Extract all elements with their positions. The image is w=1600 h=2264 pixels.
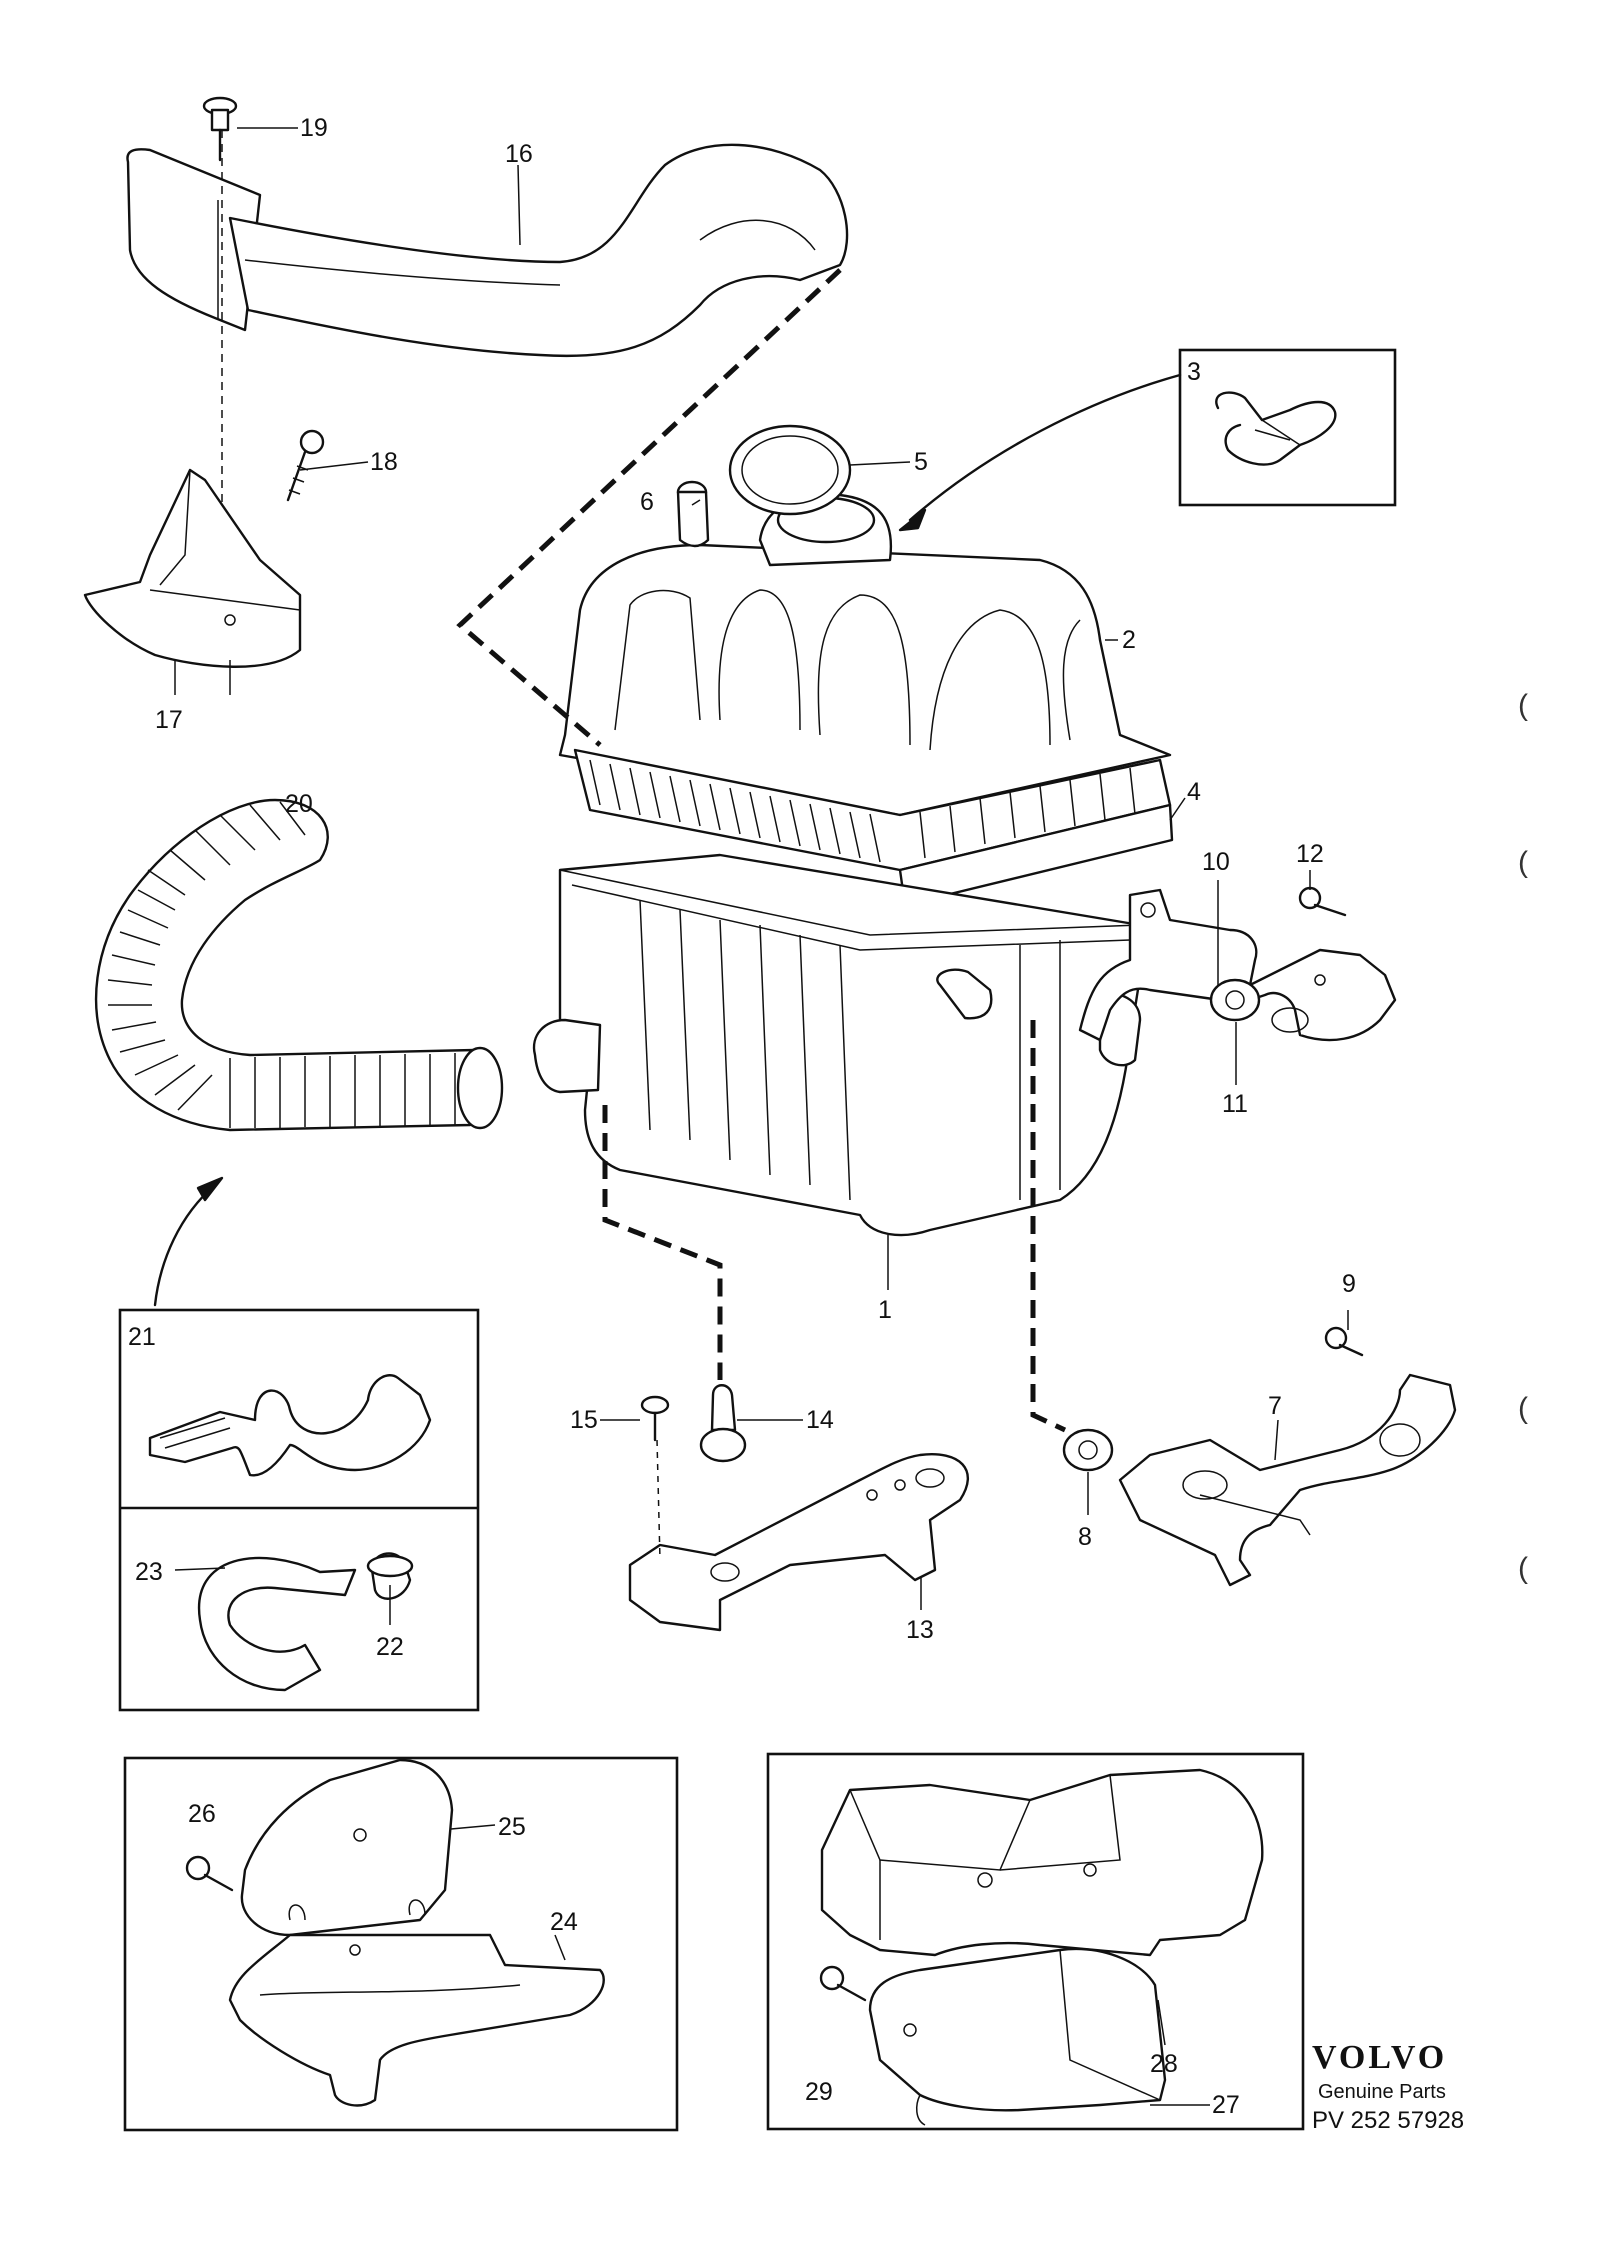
bracket-17 [83, 468, 302, 695]
callout-2: 2 [1122, 626, 1136, 654]
callout-7: 7 [1268, 1392, 1282, 1420]
screw-19 [202, 96, 238, 560]
shield-25 [240, 1758, 454, 1937]
callout-5: 5 [914, 448, 928, 476]
leader-lines [174, 127, 1349, 2106]
detail-box-21 [118, 1308, 480, 1712]
arrow-21 [153, 1183, 217, 1307]
callout-20: 20 [285, 790, 313, 818]
callout-14: 14 [806, 1406, 834, 1434]
brand-subtitle: Genuine Parts [1318, 2081, 1446, 2103]
screw-15 [640, 1395, 670, 1561]
intake-duct [126, 143, 849, 358]
callout-9: 9 [1342, 1270, 1356, 1298]
callout-27: 27 [1212, 2091, 1240, 2119]
shield-27 [868, 1947, 1167, 2126]
callout-23: 23 [135, 1558, 163, 1586]
callout-16: 16 [505, 140, 533, 168]
bracket-7 [1118, 1373, 1457, 1587]
bracket-10 [1078, 888, 1397, 1042]
grommet-14 [699, 1384, 747, 1463]
sealing-ring-5 [728, 424, 852, 516]
bracket-13 [628, 1453, 970, 1632]
arrow-3 [908, 373, 1182, 522]
detail-box-27 [766, 1752, 1305, 2131]
callout-1: 1 [878, 1296, 892, 1324]
brand-code: PV 252 57928 [1312, 2107, 1464, 2134]
shield-28 [820, 1768, 1264, 1957]
bracket-21 [148, 1374, 432, 1477]
callout-28: 28 [1150, 2050, 1178, 2078]
edge-mark: ( [1518, 689, 1528, 722]
callout-15: 15 [570, 1406, 598, 1434]
grommet-8 [1062, 1428, 1114, 1472]
clip-22 [366, 1552, 414, 1600]
guide-line-3 [1030, 1020, 1067, 1433]
brand-name: VOLVO [1312, 2039, 1447, 2076]
callout-3: 3 [1187, 358, 1201, 386]
callout-25: 25 [498, 1813, 526, 1841]
grommet-6 [676, 480, 710, 548]
callout-19: 19 [300, 114, 328, 142]
screw-29 [819, 1965, 867, 2002]
callout-21: 21 [128, 1323, 156, 1351]
housing-body [532, 853, 1147, 1237]
guide-line-1 [456, 268, 842, 747]
callout-labels: 1 2 3 4 5 6 7 8 9 10 11 12 13 14 15 16 1… [128, 114, 1356, 2119]
screw-18 [286, 429, 325, 502]
screw-9 [1324, 1326, 1364, 1357]
callout-26: 26 [188, 1800, 216, 1828]
callout-22: 22 [376, 1633, 404, 1661]
edge-mark: ( [1518, 846, 1528, 879]
callout-29: 29 [805, 2078, 833, 2106]
shield-24 [228, 1933, 605, 2107]
detail-box-3 [1178, 348, 1397, 507]
clamp-23 [197, 1556, 357, 1692]
screw-26 [185, 1855, 234, 1892]
screw-12 [1298, 886, 1347, 917]
callout-4: 4 [1187, 778, 1201, 806]
callout-11: 11 [1222, 1090, 1248, 1118]
callout-17: 17 [155, 706, 183, 734]
brand-block: VOLVO Genuine Parts PV 252 57928 [1312, 2039, 1464, 2134]
edge-mark: ( [1518, 1552, 1528, 1585]
nut-11 [1209, 978, 1261, 1022]
callout-10: 10 [1202, 848, 1230, 876]
callout-6: 6 [640, 488, 654, 516]
detail-box-24 [123, 1756, 679, 2132]
guide-line-2 [602, 1105, 723, 1380]
hose-20 [94, 798, 504, 1132]
callout-12: 12 [1296, 840, 1324, 868]
clip-3 [1215, 391, 1337, 466]
callout-13: 13 [906, 1616, 934, 1644]
callout-8: 8 [1078, 1523, 1092, 1551]
edge-marks: ( ( ( ( [1518, 689, 1528, 1585]
callout-18: 18 [370, 448, 398, 476]
callout-24: 24 [550, 1908, 578, 1936]
edge-mark: ( [1518, 1392, 1528, 1425]
